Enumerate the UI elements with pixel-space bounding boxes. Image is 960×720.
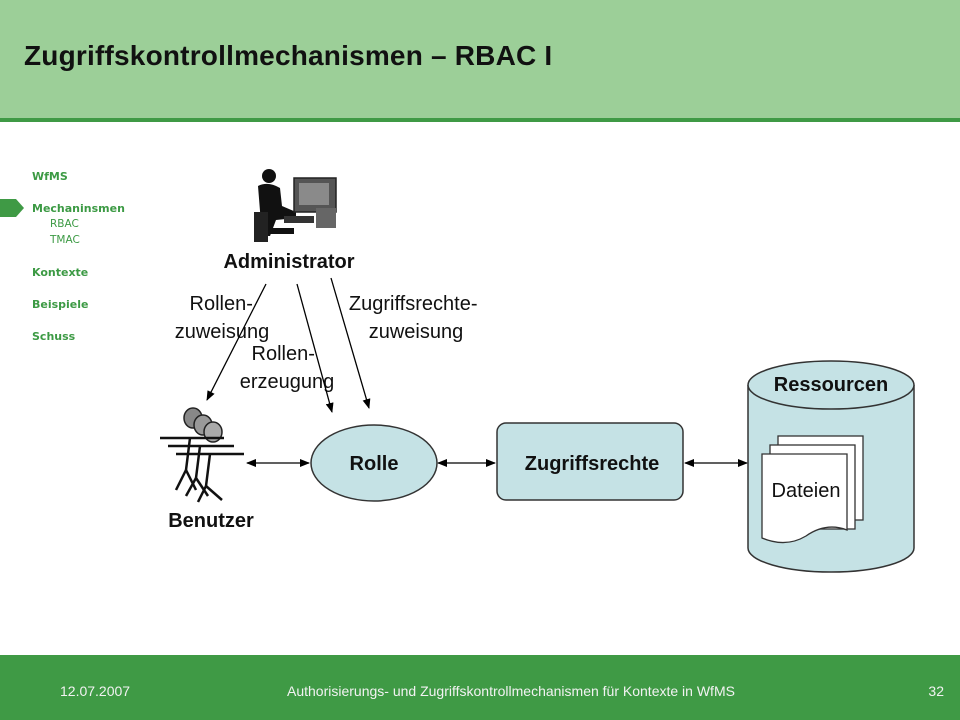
rollen-zuweisung-line2: zuweisung — [175, 321, 270, 343]
rechte-zuweisung-line2: zuweisung — [369, 321, 464, 343]
rollen-zuweisung-line1: Rollen- — [190, 293, 253, 315]
page-number: 32 — [928, 683, 944, 699]
footer-title: Authorisierungs- und Zugriffskontrollmec… — [287, 683, 735, 699]
rechte-zuweisung-line1: Zugriffsrechte- — [349, 293, 478, 315]
svg-text:Rollen- zuweisung: Rollen- zuweisung — [175, 293, 270, 343]
arrow-rollen-erzeugung — [296, 283, 334, 413]
dateien-label: Dateien — [772, 480, 841, 502]
dateien-document-stack-icon — [761, 435, 864, 544]
arrow-rollen-zuweisung — [206, 283, 267, 401]
ressourcen-label: Ressourcen — [774, 374, 889, 396]
header-bar: Zugriffskontrollmechanismen – RBAC I — [0, 0, 960, 122]
nav-item-kontexte[interactable]: Kontexte — [32, 266, 89, 279]
nav-subitem-rbac[interactable]: RBAC — [50, 218, 79, 230]
nav-item-schuss[interactable]: Schuss — [32, 330, 76, 343]
benutzer-icon — [160, 407, 244, 503]
arrow-rechte-zuweisung — [330, 277, 371, 409]
zugriffsrechte-label: Zugriffsrechte — [525, 453, 659, 475]
footer-bar: 12.07.2007 Authorisierungs- und Zugriffs… — [0, 655, 960, 720]
rolle-label: Rolle — [350, 453, 399, 475]
nav-item-beispiele[interactable]: Beispiele — [32, 298, 89, 311]
administrator-icon — [254, 169, 337, 242]
benutzer-label: Benutzer — [168, 510, 254, 532]
svg-text:Zugriffsrechte- zuweisung: Zugriffsrechte- zuweisung — [349, 293, 483, 343]
footer-date: 12.07.2007 — [60, 683, 131, 699]
page-title: Zugriffskontrollmechanismen – RBAC I — [24, 40, 553, 71]
svg-text:Rollen- erzeugung: Rollen- erzeugung — [240, 343, 335, 393]
zugriffsrechte-node — [496, 422, 684, 501]
nav-subitem-tmac[interactable]: TMAC — [50, 234, 80, 246]
rolle-node — [310, 424, 438, 502]
current-section-arrow-icon — [0, 199, 24, 217]
nav-item-mechanismen[interactable]: Mechaninsmen — [32, 202, 125, 215]
rollen-erzeugung-line1: Rollen- — [252, 343, 315, 365]
nav-item-wfms[interactable]: WfMS — [32, 170, 68, 183]
administrator-label: Administrator — [223, 251, 354, 273]
rollen-erzeugung-line2: erzeugung — [240, 371, 335, 393]
